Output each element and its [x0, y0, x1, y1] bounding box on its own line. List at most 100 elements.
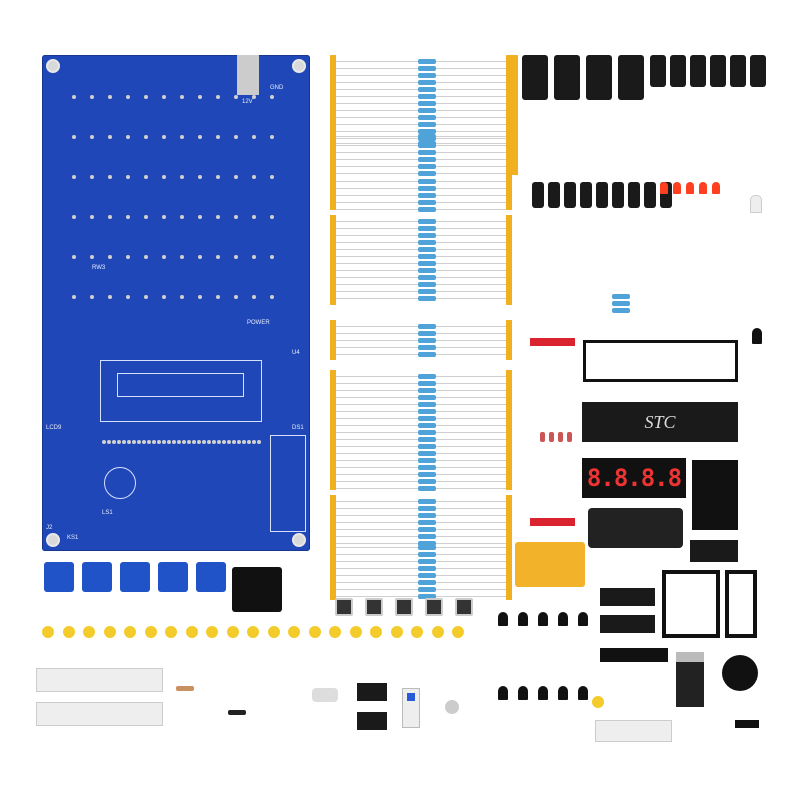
electrolytic-capacitor: [628, 182, 640, 208]
resistor: [418, 545, 436, 550]
pad: [252, 295, 256, 299]
resistor: [418, 226, 436, 231]
pad: [144, 255, 148, 259]
smd-tape: [36, 702, 163, 726]
pad: [216, 175, 220, 179]
pad: [198, 295, 202, 299]
ceramic-capacitor: [390, 626, 403, 638]
resistor: [418, 402, 436, 407]
tape-strip: [506, 545, 512, 600]
electrolytic-capacitor: [618, 55, 644, 100]
pad: [252, 255, 256, 259]
pad: [180, 95, 184, 99]
pcb-label: RW3: [92, 265, 106, 271]
pad: [72, 255, 76, 259]
pcb-label: LCD9: [46, 425, 62, 431]
resistor: [418, 423, 436, 428]
trimmer-potentiometer: [196, 562, 226, 592]
resistor: [418, 219, 436, 224]
pad: [270, 295, 274, 299]
dip-ic: [600, 615, 655, 633]
pad: [90, 95, 94, 99]
resistor: [418, 282, 436, 287]
crystal: [312, 688, 338, 702]
pad: [144, 215, 148, 219]
pad: [252, 440, 256, 444]
pad: [90, 175, 94, 179]
resistor: [418, 129, 436, 134]
electrolytic-capacitor: [670, 55, 686, 87]
power-jack-footprint: [237, 55, 259, 95]
transistor: [558, 686, 568, 700]
buzzer: [722, 655, 758, 691]
tape-strip: [506, 130, 512, 150]
pad: [270, 135, 274, 139]
dip8-ic: [357, 712, 387, 730]
ceramic-capacitor: [165, 626, 177, 638]
pad: [90, 295, 94, 299]
pad: [112, 440, 116, 444]
tape-strip: [330, 175, 336, 210]
tape-strip: [330, 545, 336, 600]
transistor: [498, 612, 508, 626]
electrolytic-capacitor: [554, 55, 580, 100]
pad: [167, 440, 171, 444]
resistor: [418, 587, 436, 592]
resistor: [418, 164, 436, 169]
resistor: [418, 559, 436, 564]
ceramic-capacitor: [226, 626, 239, 638]
voltage-regulator: [676, 652, 704, 707]
pad: [72, 215, 76, 219]
resistor: [418, 207, 436, 212]
pad: [252, 135, 256, 139]
ceramic-capacitor: [452, 626, 464, 638]
resistor: [418, 157, 436, 162]
pad: [187, 440, 191, 444]
pad: [198, 215, 202, 219]
transistor: [578, 686, 588, 700]
resistor: [418, 395, 436, 400]
pad: [117, 440, 121, 444]
pad: [132, 440, 136, 444]
smd-ic: [690, 540, 738, 562]
pad: [162, 295, 166, 299]
dip40-footprint: [117, 373, 244, 397]
pad: [162, 255, 166, 259]
pcb-label: U4: [292, 350, 300, 356]
resistor: [418, 200, 436, 205]
electrolytic-capacitor: [750, 55, 766, 87]
resistor: [418, 437, 436, 442]
pad: [147, 440, 151, 444]
electrolytic-capacitor: [730, 55, 746, 87]
resistor: [418, 594, 436, 599]
ceramic-capacitor: [592, 696, 604, 708]
ceramic-capacitor: [124, 626, 136, 638]
resistor: [418, 87, 436, 92]
ceramic-capacitor: [62, 626, 75, 638]
pad: [108, 295, 112, 299]
resistor: [418, 115, 436, 120]
ceramic-capacitor: [247, 626, 259, 638]
ceramic-capacitor: [308, 626, 321, 638]
pad: [144, 95, 148, 99]
resistor: [418, 381, 436, 386]
tape-strip: [330, 130, 336, 150]
pad: [257, 440, 261, 444]
dip-ic: [600, 588, 655, 606]
pad: [127, 440, 131, 444]
tape-strip: [330, 215, 336, 305]
ceramic-capacitor: [144, 626, 157, 638]
pad: [162, 215, 166, 219]
electrolytic-capacitor: [710, 55, 726, 87]
pad: [197, 440, 201, 444]
pad: [152, 440, 156, 444]
resistor: [418, 254, 436, 259]
electrolytic-capacitor: [532, 182, 544, 208]
resistor-network: [600, 648, 668, 662]
pad: [137, 440, 141, 444]
smd-tape: [36, 668, 163, 692]
pcb-label: POWER: [247, 320, 270, 326]
chip-brand: STC: [644, 411, 676, 432]
resistor: [418, 458, 436, 463]
pcb-label: DS1: [292, 425, 304, 431]
